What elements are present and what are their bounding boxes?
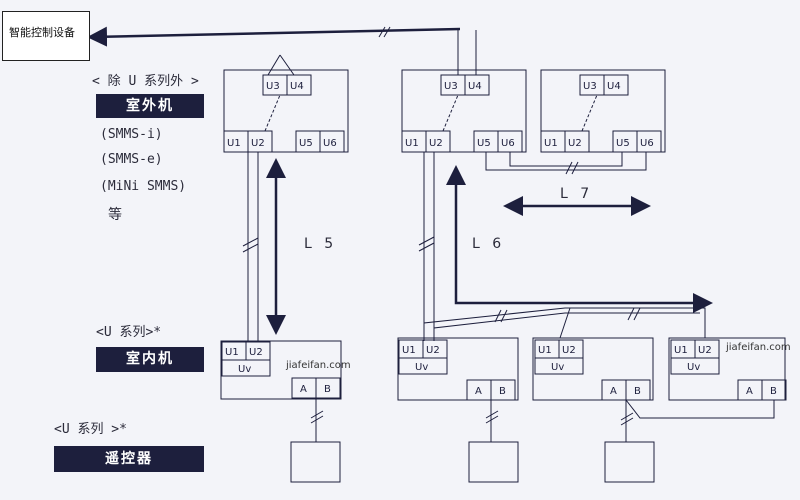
bus-drop-u4 bbox=[279, 54, 295, 76]
port-label: B bbox=[770, 386, 777, 397]
port-label: U2 bbox=[249, 347, 263, 358]
etc-label: 等 bbox=[108, 207, 122, 223]
remote-box-2 bbox=[468, 441, 519, 483]
l7-label: L 7 bbox=[560, 186, 594, 202]
model-label: (SMMS-i) bbox=[100, 127, 163, 142]
port-label: U1 bbox=[405, 138, 419, 149]
port-label: A bbox=[475, 386, 482, 397]
port-label: B bbox=[499, 386, 506, 397]
outdoor-unit-3 bbox=[540, 69, 666, 153]
bus-drop-u3 bbox=[267, 54, 281, 76]
bus-break-mark bbox=[383, 26, 391, 38]
port-label: U3 bbox=[444, 81, 458, 92]
outdoor-exclusion-label: < 除 U 系列外 > bbox=[92, 74, 199, 89]
indoor-unit-2 bbox=[397, 337, 519, 401]
port-label: A bbox=[746, 386, 753, 397]
remote-box-3 bbox=[604, 441, 655, 483]
port-label: U1 bbox=[674, 345, 688, 356]
port-label: U1 bbox=[538, 345, 552, 356]
port-label: Uv bbox=[415, 362, 428, 373]
watermark: jiafeifan.com bbox=[286, 360, 351, 371]
indoor-unit-4 bbox=[668, 337, 786, 401]
l6-label: L 6 bbox=[472, 236, 506, 252]
outdoor-unit-2 bbox=[401, 69, 527, 153]
port-label: B bbox=[634, 386, 641, 397]
outdoor-unit-1 bbox=[223, 69, 349, 153]
port-label: U2 bbox=[426, 345, 440, 356]
port-label: U1 bbox=[544, 138, 558, 149]
port-label: U1 bbox=[227, 138, 241, 149]
port-label: U2 bbox=[568, 138, 582, 149]
port-label: U3 bbox=[266, 81, 280, 92]
port-label: U2 bbox=[429, 138, 443, 149]
port-label: U4 bbox=[468, 81, 482, 92]
port-label: U2 bbox=[251, 138, 265, 149]
indoor-unit-1 bbox=[220, 340, 342, 400]
watermark: jiafeifan.com bbox=[726, 342, 791, 353]
control-bus-arrow bbox=[87, 26, 461, 47]
port-label: Uv bbox=[551, 362, 564, 373]
port-label: U6 bbox=[323, 138, 337, 149]
indoor-unit-3 bbox=[532, 337, 654, 401]
indoor-series-label: <U 系列>* bbox=[96, 325, 162, 340]
port-label: U2 bbox=[698, 345, 712, 356]
port-label: U1 bbox=[225, 347, 239, 358]
port-label: U5 bbox=[477, 138, 491, 149]
l6-arrow bbox=[446, 165, 713, 313]
remote-box-1 bbox=[290, 441, 341, 483]
port-label: B bbox=[324, 384, 331, 395]
port-label: Uv bbox=[238, 364, 251, 375]
remote-series-label: <U 系列 >* bbox=[54, 422, 127, 437]
bus-break-mark bbox=[378, 26, 386, 38]
port-label: U1 bbox=[402, 345, 416, 356]
model-label: (MiNi SMMS) bbox=[100, 179, 187, 194]
outdoor-unit-badge: 室外机 bbox=[96, 94, 204, 118]
model-label: (SMMS-e) bbox=[100, 152, 163, 167]
port-label: U2 bbox=[562, 345, 576, 356]
port-label: U6 bbox=[640, 138, 654, 149]
port-label: U4 bbox=[290, 81, 304, 92]
port-label: A bbox=[300, 384, 307, 395]
port-label: U3 bbox=[583, 81, 597, 92]
port-label: A bbox=[610, 386, 617, 397]
port-label: U5 bbox=[616, 138, 630, 149]
port-label: Uv bbox=[687, 362, 700, 373]
port-label: U6 bbox=[501, 138, 515, 149]
smart-control-device: 智能控制设备 bbox=[2, 11, 90, 61]
l5-label: L 5 bbox=[304, 236, 338, 252]
port-label: U5 bbox=[299, 138, 313, 149]
remote-control-badge: 遥控器 bbox=[54, 446, 204, 472]
indoor-unit-badge: 室内机 bbox=[96, 347, 204, 372]
port-label: U4 bbox=[607, 81, 621, 92]
